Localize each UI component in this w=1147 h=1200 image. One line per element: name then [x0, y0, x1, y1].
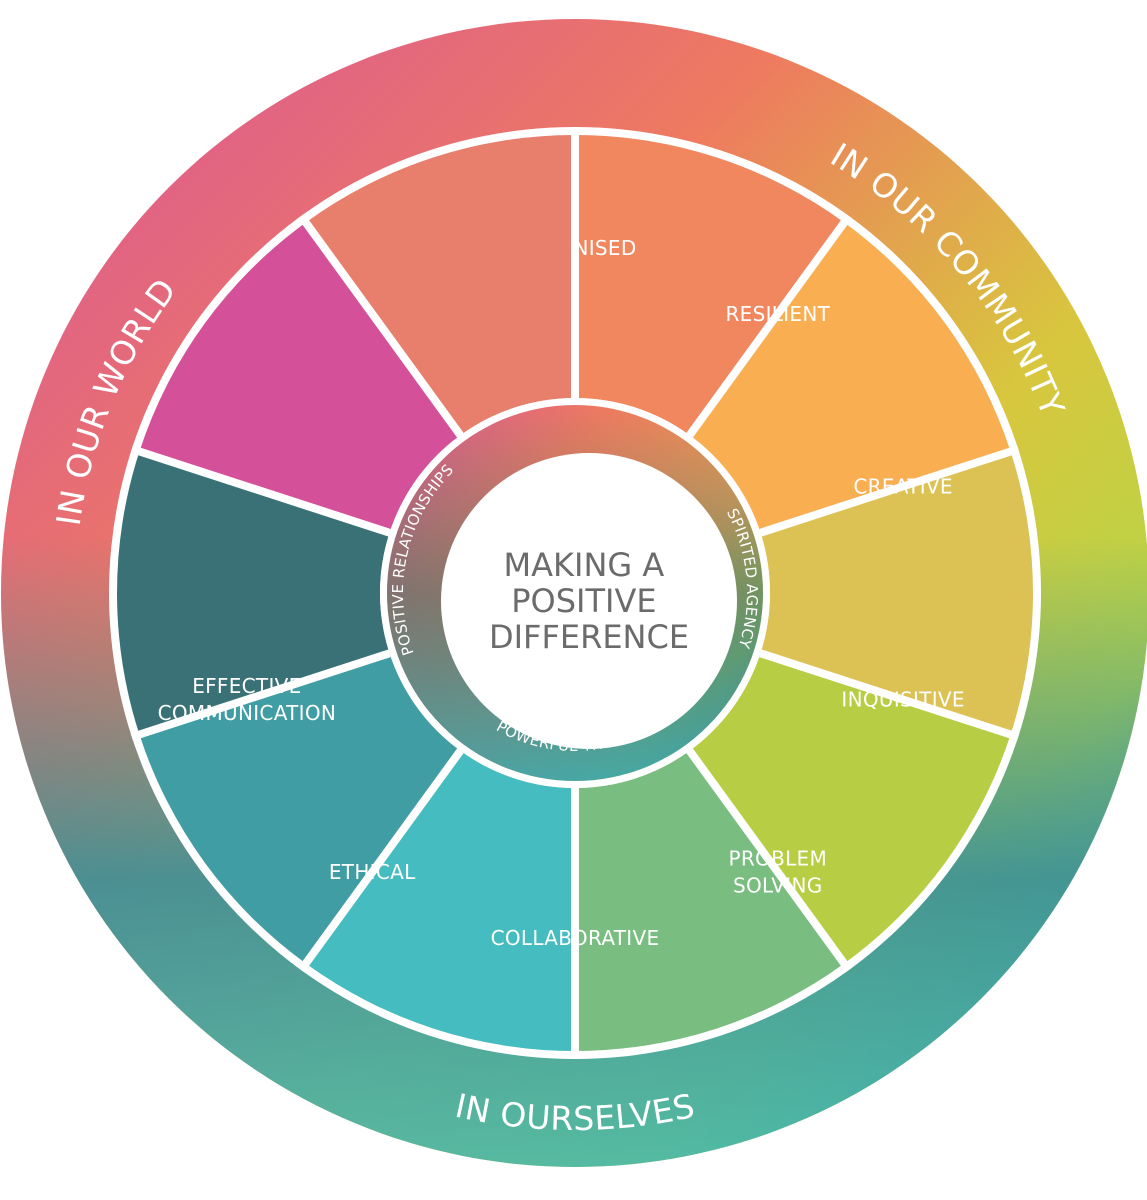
segments: LEADERSHIPSELF-AWAREORGANISEDRESILIENTCR… [116, 135, 1033, 1051]
segment-collaborative [116, 451, 390, 735]
segment-creative [575, 750, 845, 1051]
segment-divider [759, 649, 1020, 741]
segment-divider [686, 748, 853, 973]
segment-dividers [130, 127, 1020, 1059]
segment-divider [686, 213, 853, 438]
center-title-line-1: MAKING A [504, 546, 665, 584]
center-title: MAKING A POSITIVE DIFFERENCE [489, 546, 689, 656]
segment-leadership [575, 135, 845, 436]
center-title-line-2: POSITIVE [511, 582, 656, 620]
segment-divider [130, 445, 391, 537]
segment-resilient [689, 653, 1011, 964]
segment-ethical [139, 222, 461, 533]
segment-organised [760, 451, 1033, 735]
segment-self-aware [689, 222, 1011, 533]
segment-divider [130, 649, 391, 741]
segment-divider [297, 213, 464, 438]
segment-inquisitive [305, 750, 575, 1051]
segment-divider [759, 445, 1020, 537]
center-circle [441, 453, 737, 749]
segment-effective-communication [305, 135, 575, 436]
center-title-line-3: DIFFERENCE [489, 618, 689, 656]
segment-problem-solving [139, 653, 461, 964]
segment-divider [297, 748, 464, 973]
